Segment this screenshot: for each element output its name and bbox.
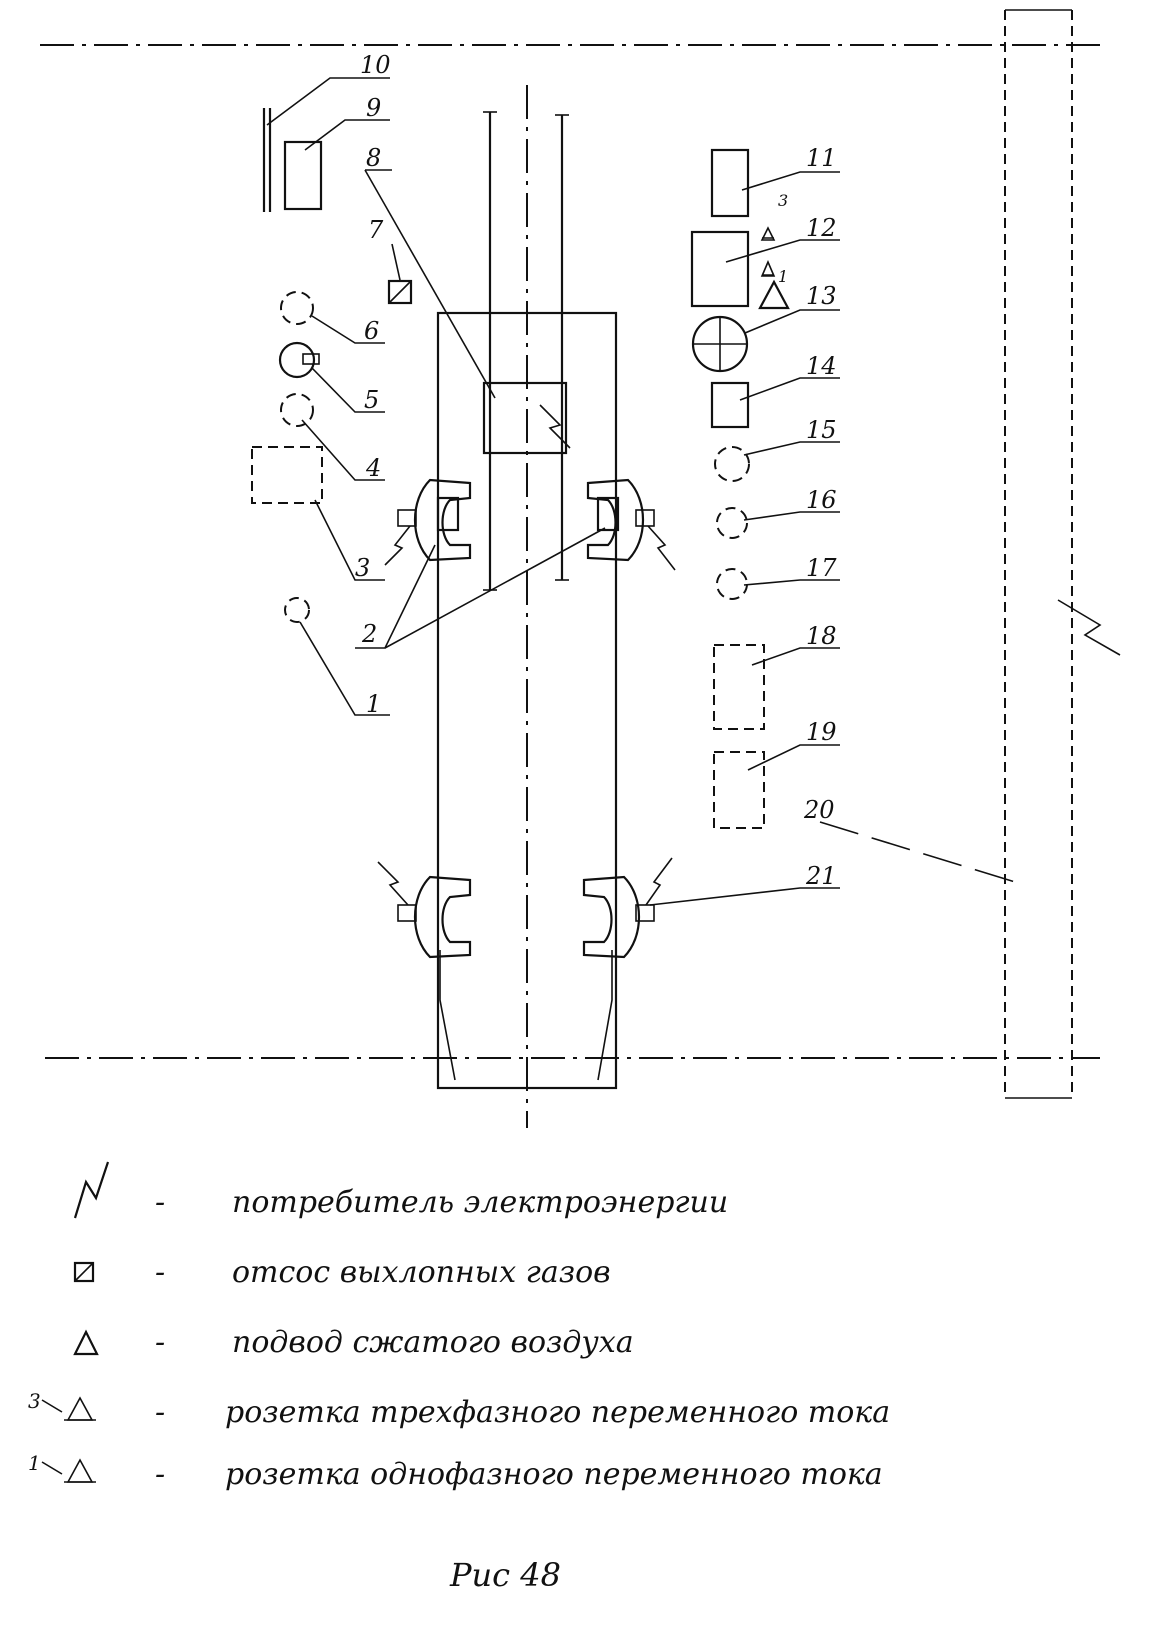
callout-8: 8 [366,144,381,172]
legend-text-exhaust: отсос выхлопных газов [232,1255,611,1290]
legend-text-single-phase-socket: розетка однофазного переменного тока [225,1457,883,1492]
equipment-4 [280,393,314,427]
equipment-19 [713,751,765,829]
legend-row-exhaust: - отсос выхлопных газов [73,1255,611,1290]
socket-single-phase-icon [760,259,776,277]
legend-dash: - [155,1325,165,1360]
legend: - потребитель электроэнергии - отсос вых… [28,1161,890,1492]
callout-3: 3 [355,554,370,582]
socket-mark-single: 1 [778,267,788,286]
exhaust-square-icon [73,1261,95,1283]
callout-6: 6 [364,317,379,345]
callout-11: 11 [806,144,837,172]
callout-19: 19 [806,718,837,746]
callout-13: 13 [806,282,837,310]
legend-text-power-consumer: потребитель электроэнергии [232,1185,728,1220]
compressed-air-supply-icon [758,279,790,310]
wheel-stop-21-left [377,861,472,959]
callout-1: 1 [366,690,381,718]
callout-9: 9 [366,94,381,122]
equipment-3 [251,446,323,504]
equipment-17 [716,568,748,600]
callout-2: 2 [361,620,377,648]
exhaust-outlet-7 [387,279,413,305]
pit-lift-8 [482,381,568,455]
vehicle-wheel-track-right [597,950,613,1081]
equipment-12 [690,230,750,308]
socket-three-phase-icon [760,226,776,241]
equipment-9 [283,140,323,211]
equipment-18 [713,644,765,730]
socket-icon [41,1458,96,1483]
callout-4: 4 [365,454,381,482]
legend-text-compressed-air: подвод сжатого воздуха [232,1325,634,1360]
legend-row-compressed-air: - подвод сжатого воздуха [73,1325,634,1360]
legend-row-power-consumer: - потребитель электроэнергии [73,1161,728,1220]
socket-mark-three: 3 [778,191,788,210]
equipment-11 [710,148,750,218]
legend-dash: - [155,1457,165,1492]
callout-5: 5 [364,386,379,414]
socket-icon [41,1396,96,1421]
legend-mark-single: 1 [28,1451,41,1475]
service-pit [436,311,618,1090]
callout-7: 7 [368,216,384,244]
equipment-16 [716,507,748,539]
equipment-1 [284,597,310,623]
legend-dash: - [155,1185,165,1220]
callout-17: 17 [806,554,837,582]
vehicle-wheel-track-left [439,950,456,1081]
equipment-15 [714,446,750,482]
callout-18: 18 [806,622,837,650]
lightning-icon [73,1161,110,1219]
equipment-5 [278,341,316,379]
wheel-stop-2-left [384,478,472,566]
callout-16: 16 [806,486,837,514]
callout-20: 20 [803,796,835,824]
equipment-14 [710,381,750,429]
triangle-icon [73,1329,99,1356]
callout-12: 12 [806,214,837,242]
callout-14: 14 [806,352,837,380]
legend-row-three-phase-socket: 3 - розетка трехфазного переменного тока [28,1389,890,1430]
callout-21: 21 [805,862,837,890]
callout-10: 10 [360,51,391,79]
callout-15: 15 [806,416,837,444]
legend-dash: - [155,1395,165,1430]
legend-dash: - [155,1255,165,1290]
legend-text-three-phase-socket: розетка трехфазного переменного тока [225,1395,890,1430]
wheel-stop-21-right [582,857,673,959]
right-column [1004,9,1121,1099]
wheel-stop-2-right [586,478,676,571]
legend-row-single-phase-socket: 1 - розетка однофазного переменного тока [28,1451,883,1492]
equipment-6 [280,291,314,325]
callout-labels: 1 2 3 4 5 6 7 8 9 10 11 12 13 14 15 16 1… [355,51,837,890]
figure-caption: Рис 48 [449,1556,561,1594]
legend-mark-three: 3 [28,1389,41,1413]
leader-lines [266,77,1026,906]
